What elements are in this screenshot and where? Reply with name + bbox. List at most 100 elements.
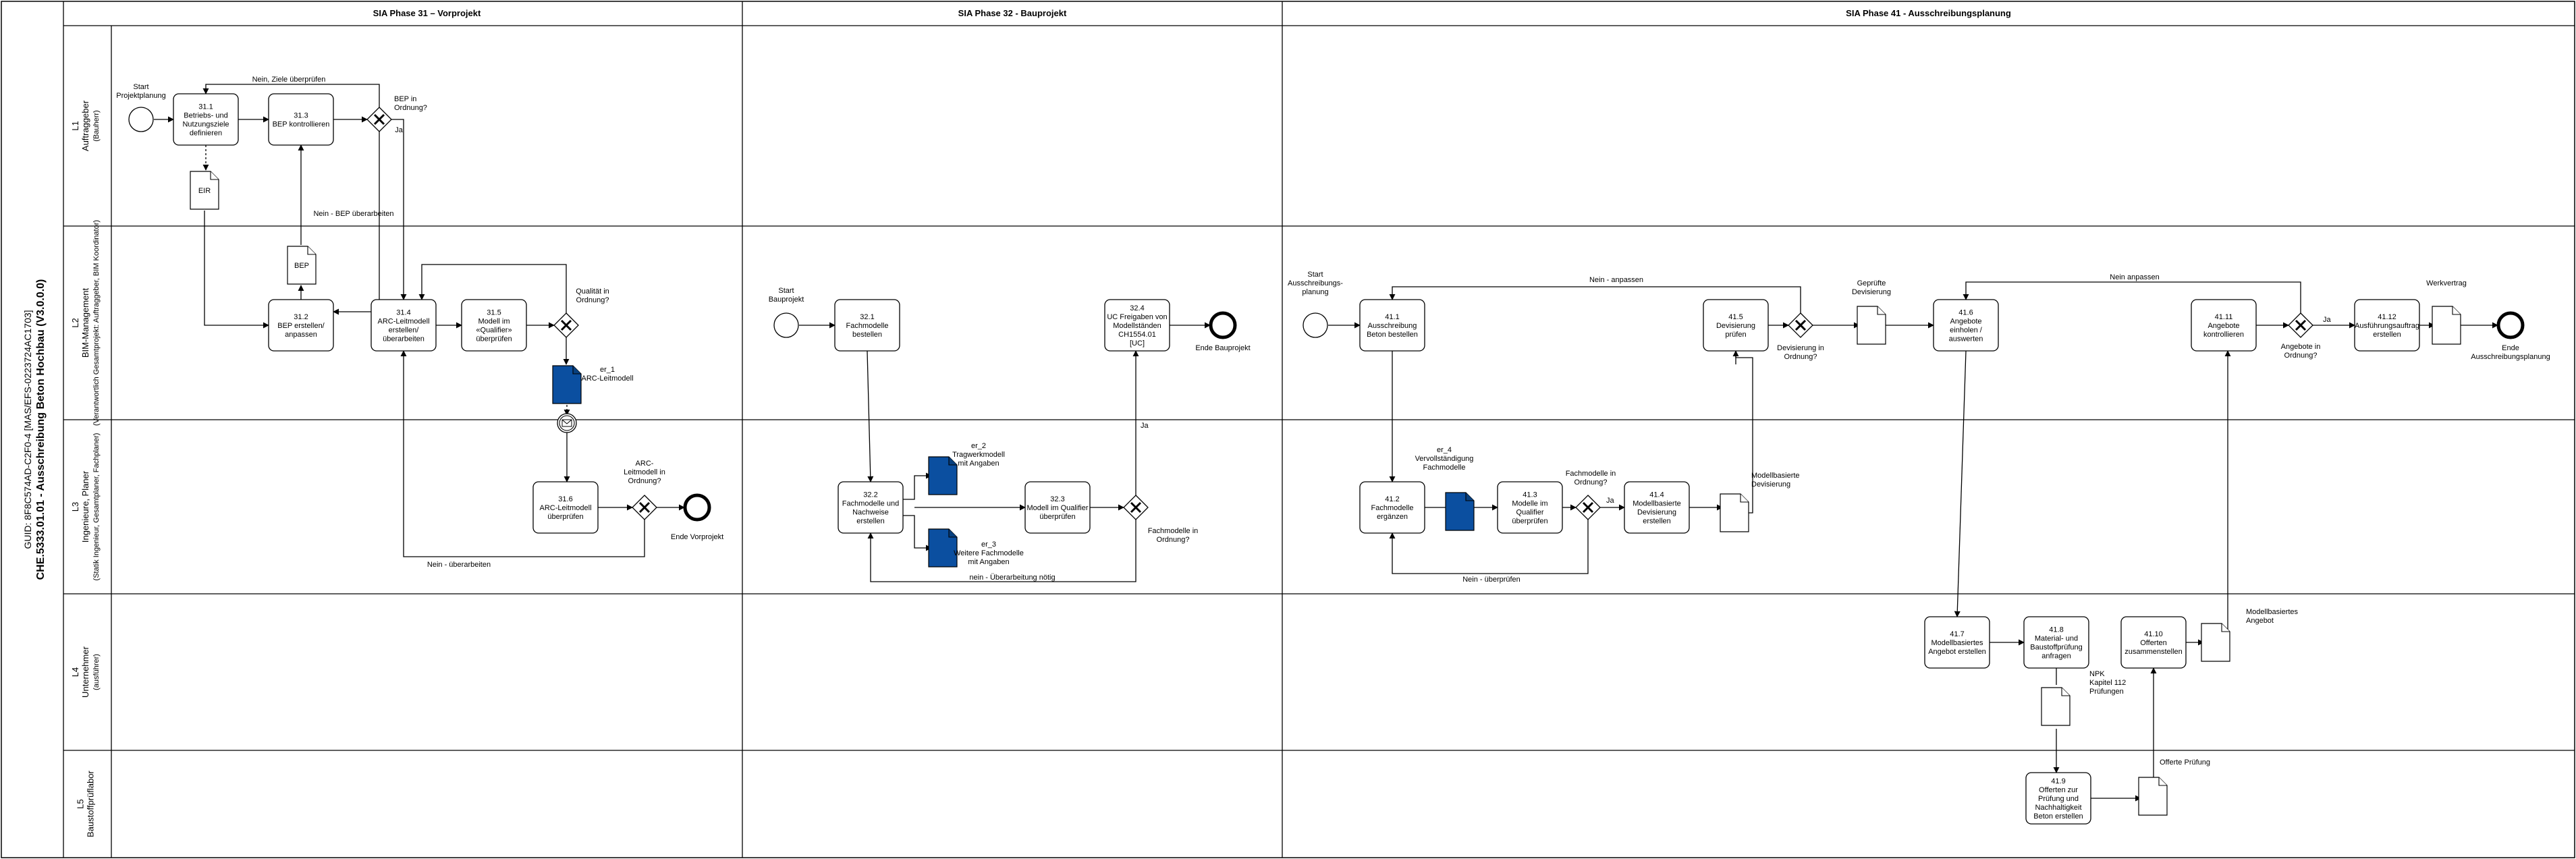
event-label: Ende Vorprojekt: [671, 533, 723, 541]
data-object-wv[interactable]: Werkvertrag: [2426, 279, 2467, 345]
task-box[interactable]: [461, 299, 527, 352]
end-event-e31[interactable]: Ende Vorprojekt: [671, 493, 723, 541]
end-event-e32[interactable]: Ende Bauprojekt: [1195, 311, 1251, 352]
task-box[interactable]: [268, 93, 334, 146]
document-icon[interactable]: [190, 171, 219, 210]
task-box[interactable]: [1359, 481, 1425, 534]
end-event-icon[interactable]: [1209, 311, 1237, 339]
start-event-icon[interactable]: [128, 107, 154, 132]
task-box[interactable]: [1104, 299, 1170, 352]
task-box[interactable]: [268, 299, 334, 352]
task-box[interactable]: [1359, 299, 1425, 352]
data-object-bep[interactable]: BEP: [287, 246, 317, 285]
task-box[interactable]: [2025, 772, 2091, 825]
task-box[interactable]: [173, 93, 239, 146]
filled-document-icon[interactable]: [928, 528, 958, 567]
flow-label: Ja: [1606, 497, 1615, 505]
document-icon[interactable]: [2138, 777, 2168, 816]
task-box[interactable]: [371, 299, 437, 352]
pool-title-line2: CHE.5333.01.01 - Ausschreibung Beton Hoc…: [35, 279, 47, 580]
gateway-x-icon: [1794, 319, 1807, 331]
task-box[interactable]: [1924, 616, 1990, 669]
end-event-icon[interactable]: [2496, 311, 2525, 339]
document-icon[interactable]: [1857, 306, 1886, 345]
lane-title-line: (ausführer): [92, 654, 101, 690]
data-object-label: Werkvertrag: [2426, 279, 2467, 287]
intermediate-message-event-msg[interactable]: [557, 413, 577, 433]
filled-document-icon[interactable]: [928, 456, 958, 495]
document-icon[interactable]: [1720, 493, 1749, 532]
task-box[interactable]: [2354, 299, 2420, 352]
task-box[interactable]: [2023, 616, 2089, 669]
document-icon[interactable]: [287, 246, 317, 285]
data-object-op[interactable]: Offerte Prüfung: [2138, 758, 2210, 816]
task-box[interactable]: [1624, 481, 1690, 534]
task-box[interactable]: [1024, 481, 1091, 534]
flow-label: Nein - überarbeiten: [427, 561, 491, 569]
filled-document-icon[interactable]: [1445, 492, 1475, 531]
end-event-icon[interactable]: [683, 493, 711, 522]
task-box[interactable]: [2191, 299, 2257, 352]
document-icon[interactable]: [2432, 306, 2461, 345]
filled-document-icon[interactable]: [552, 365, 582, 404]
task-box[interactable]: [532, 481, 599, 534]
task-box[interactable]: [834, 299, 900, 352]
document-icon[interactable]: [2041, 687, 2071, 726]
start-event-icon[interactable]: [773, 312, 799, 338]
start-event-icon[interactable]: [1303, 312, 1328, 338]
data-object-eir[interactable]: EIR: [190, 171, 219, 210]
task-box[interactable]: [2120, 616, 2187, 669]
task-box[interactable]: [1933, 299, 1999, 352]
document-icon[interactable]: [2201, 623, 2230, 662]
task-box[interactable]: [1497, 481, 1563, 534]
task-box[interactable]: [1703, 299, 1769, 352]
task-box[interactable]: [838, 481, 904, 534]
flow-label: Ja: [395, 126, 404, 134]
